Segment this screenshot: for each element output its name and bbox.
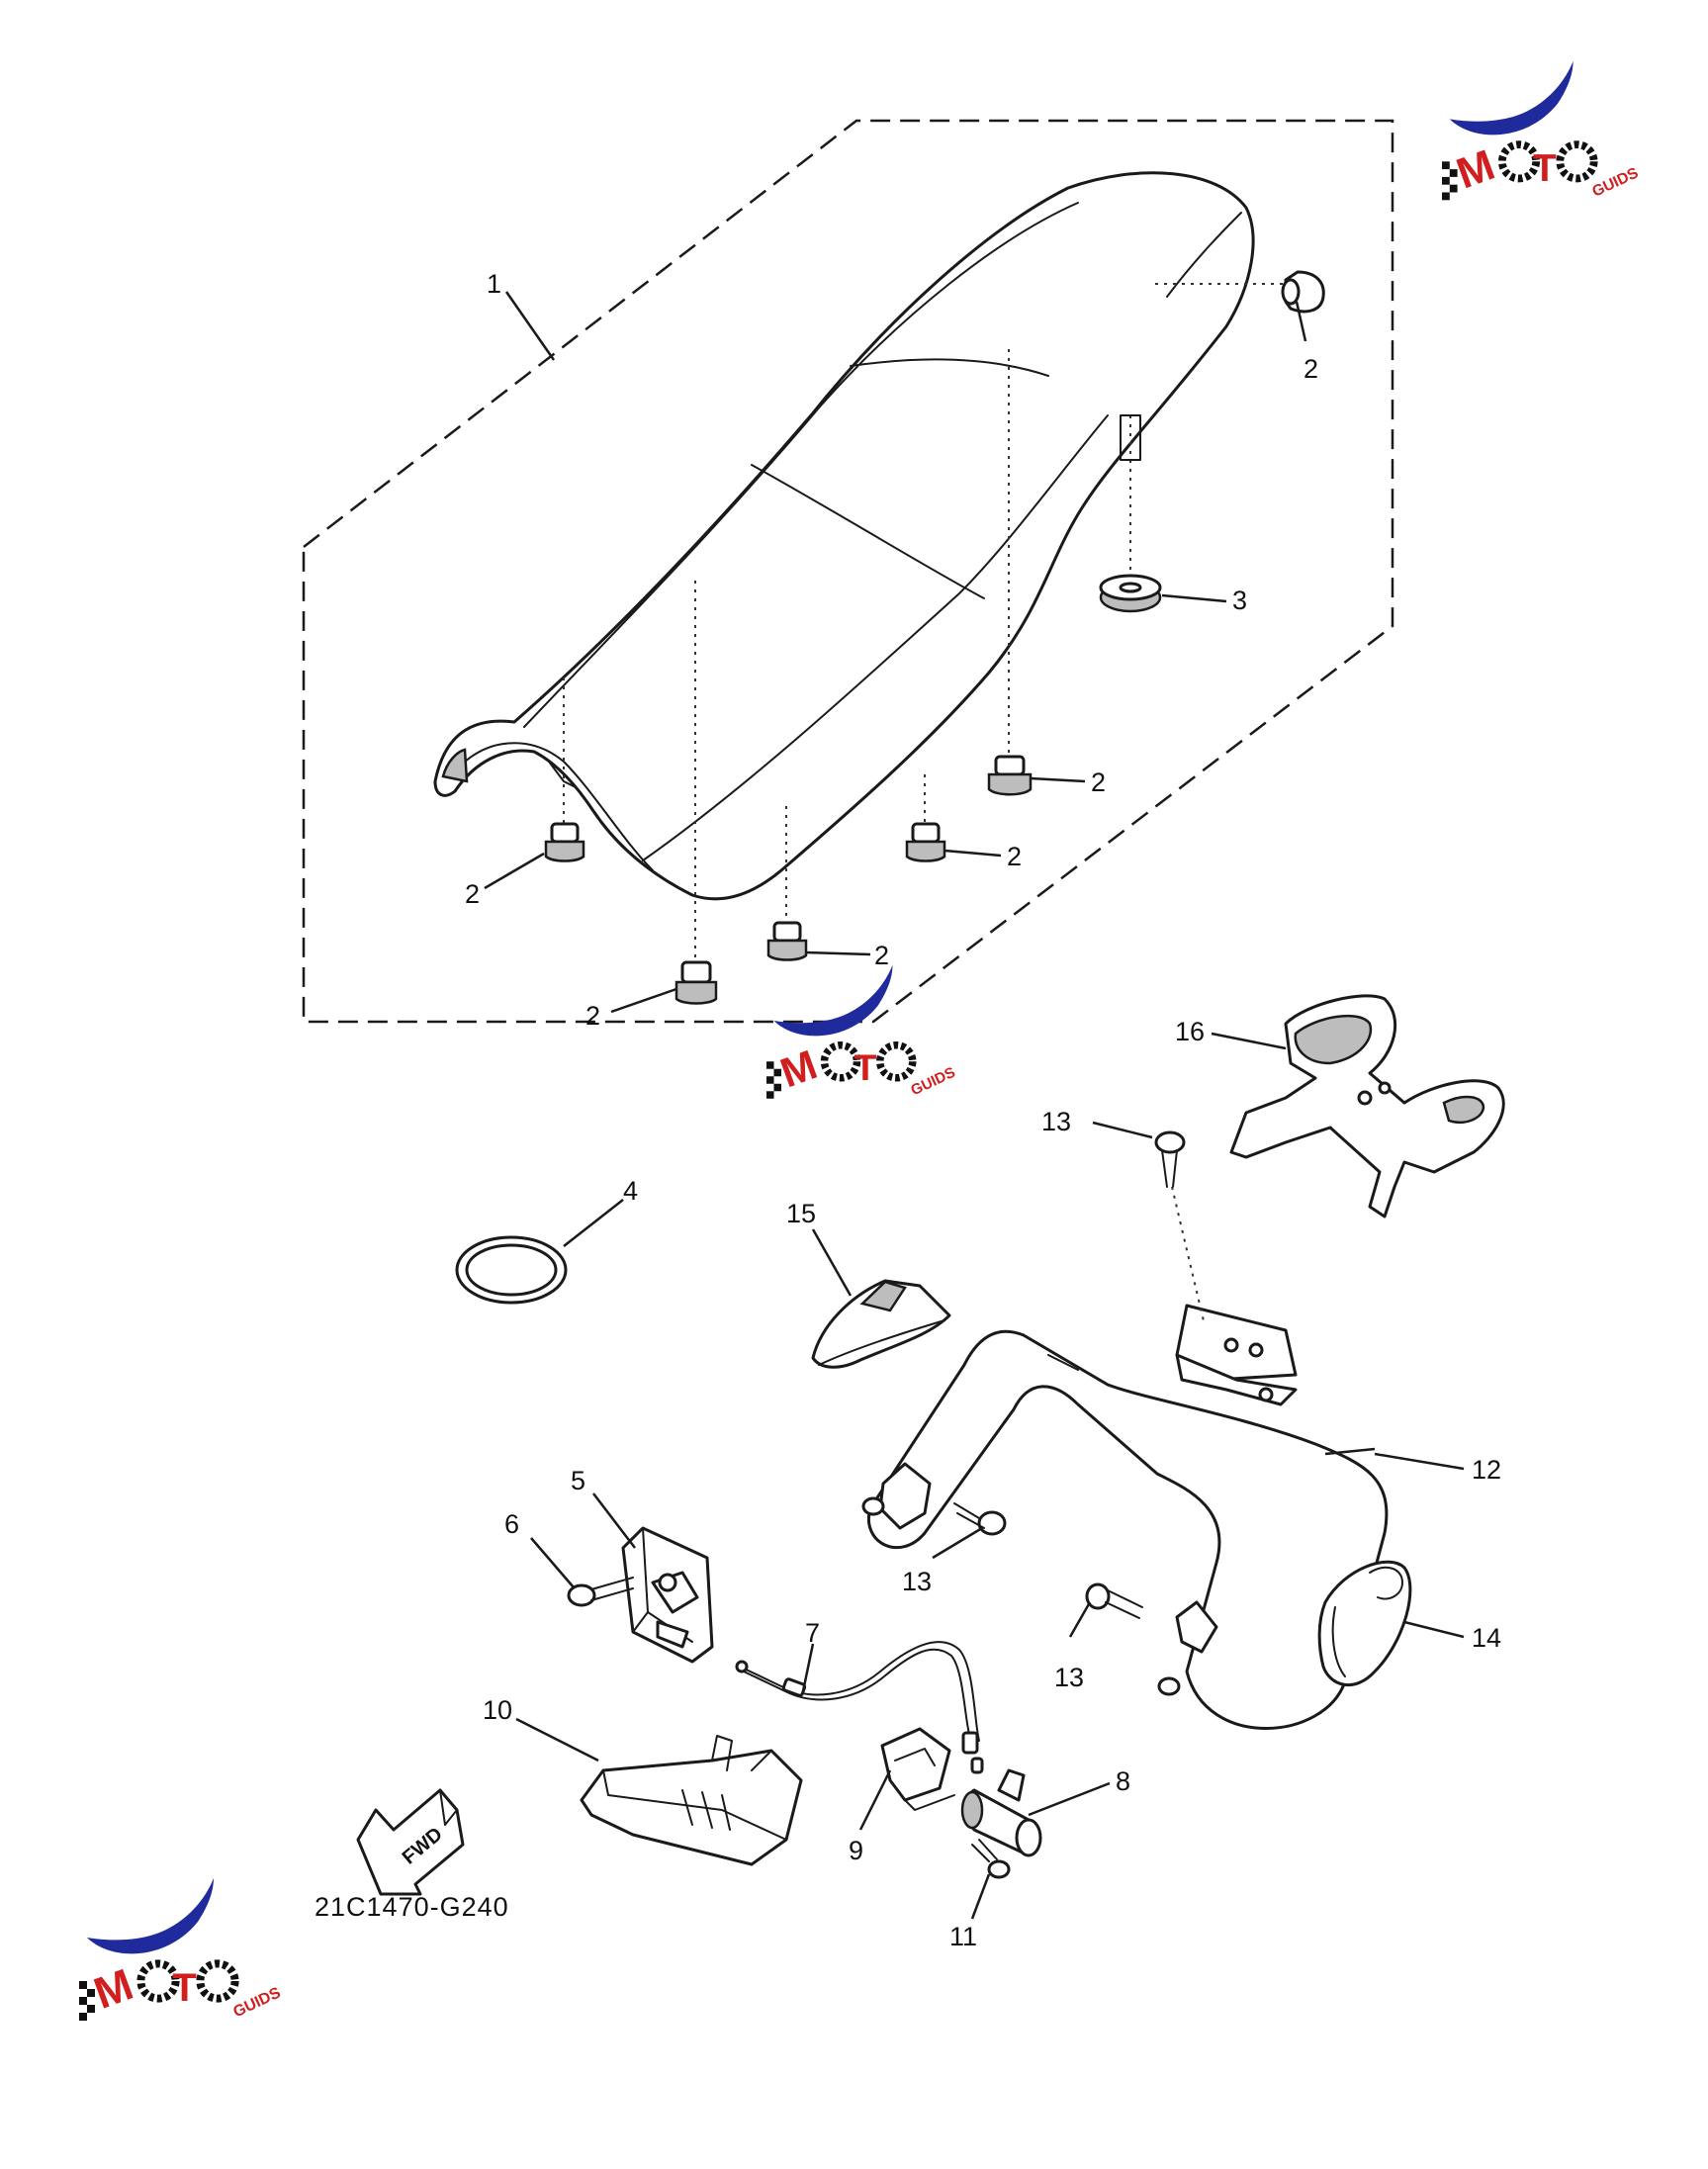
watermark-logo-top-right — [1442, 61, 1641, 201]
damper-2d — [544, 822, 585, 862]
callout-13a: 13 — [1041, 1107, 1071, 1136]
screw-6 — [567, 1577, 634, 1607]
damper-2f — [674, 960, 718, 1005]
rubber-cover — [811, 1279, 951, 1369]
drawing-code: 21C1470-G240 — [315, 1892, 509, 1922]
forward-arrow: FWD — [356, 1788, 465, 1896]
watermark-logo-center — [766, 965, 958, 1100]
callout-8: 8 — [1116, 1766, 1130, 1796]
bolt-13b — [953, 1502, 1007, 1536]
grab-bar — [861, 1304, 1389, 1730]
callout-9: 9 — [849, 1836, 863, 1865]
callout-2f: 2 — [585, 1001, 600, 1031]
callout-16: 16 — [1175, 1017, 1205, 1046]
callout-15: 15 — [786, 1199, 816, 1228]
callout-1: 1 — [487, 269, 501, 299]
callout-2e: 2 — [874, 941, 889, 970]
damper-2c — [905, 822, 946, 862]
lock-bracket — [880, 1727, 955, 1811]
alignment-lines — [563, 283, 1286, 964]
bolt-13a — [1154, 1130, 1206, 1326]
callout-6: 6 — [504, 1509, 519, 1539]
seat-lock — [621, 1526, 714, 1664]
callout-4: 4 — [623, 1176, 638, 1206]
callout-14: 14 — [1472, 1623, 1501, 1653]
damper-2b — [987, 755, 1033, 796]
callout-2d: 2 — [465, 879, 480, 909]
damper-2a — [1281, 270, 1325, 314]
callout-10: 10 — [483, 1695, 512, 1725]
end-cap — [1317, 1560, 1412, 1687]
seat-assembly-frame — [302, 119, 1394, 1024]
callout-numbers: 1 2 2 2 2 2 2 2 3 4 5 6 7 8 9 10 11 12 1… — [465, 269, 1501, 1951]
callout-12: 12 — [1472, 1455, 1501, 1485]
callout-7: 7 — [805, 1618, 820, 1648]
washer — [1099, 574, 1162, 613]
bolt-13c — [1085, 1582, 1143, 1619]
cable — [735, 1641, 984, 1774]
callout-2c: 2 — [1007, 842, 1022, 871]
watermark-logo-bottom-left — [79, 1878, 284, 2021]
seat — [433, 171, 1255, 901]
callout-2b: 2 — [1091, 768, 1106, 797]
callout-2a: 2 — [1303, 354, 1318, 384]
o-ring — [455, 1235, 568, 1305]
callout-13c: 13 — [1054, 1663, 1084, 1692]
callout-3: 3 — [1232, 586, 1247, 615]
callout-11: 11 — [949, 1922, 977, 1951]
callout-13b: 13 — [902, 1567, 932, 1596]
rear-cover — [1229, 994, 1505, 1219]
leader-lines — [484, 291, 1465, 1920]
damper-2e — [766, 921, 808, 961]
callout-5: 5 — [571, 1466, 585, 1495]
lock-cylinder — [960, 1768, 1042, 1857]
bolt-11 — [971, 1839, 1011, 1879]
tray — [580, 1735, 803, 1866]
